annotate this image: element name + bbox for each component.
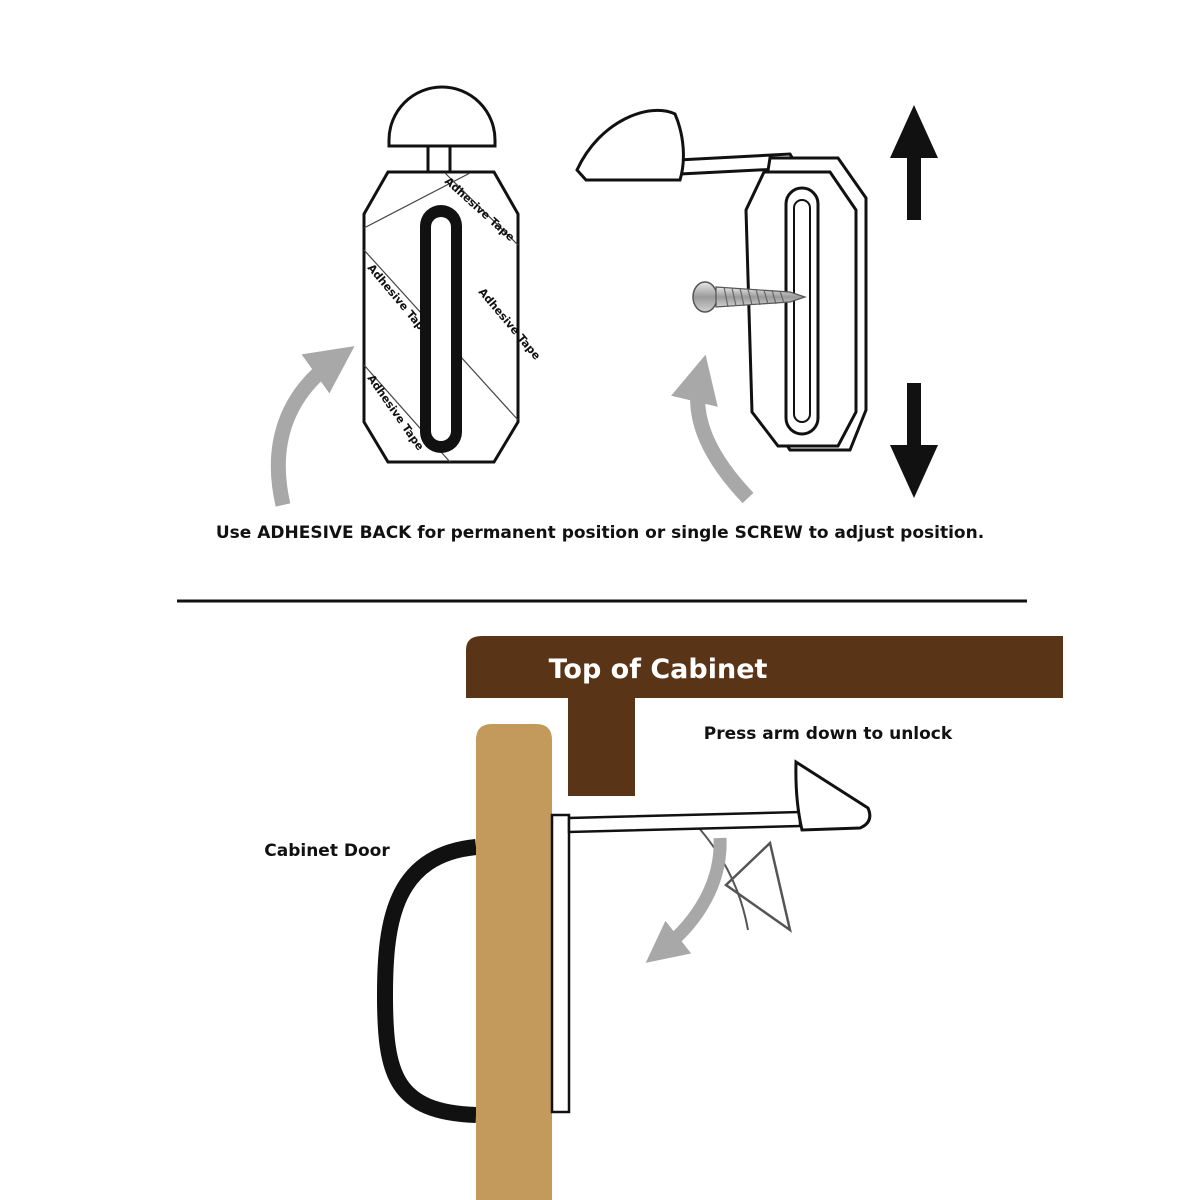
- cabinet-door-label: Cabinet Door: [264, 841, 390, 861]
- latch-knob: [387, 85, 497, 148]
- curved-arrow-icon: [671, 354, 754, 504]
- door-latch-plate: [550, 813, 571, 1114]
- instruction-caption: Use ADHESIVE BACK for permanent position…: [216, 523, 984, 543]
- curved-arrow-icon: [270, 346, 355, 507]
- latch-slot-inner: [431, 217, 451, 441]
- latch-adhesive-view: Adhesive Tape Adhesive Tape Adhesive Tap…: [362, 85, 543, 464]
- cabinet-strike: [568, 690, 635, 796]
- latch-cone-lowered: [724, 840, 792, 933]
- unlock-instruction: Press arm down to unlock: [704, 724, 953, 744]
- cabinet-diagram: Top of Cabinet Press arm down to unlock …: [264, 636, 1063, 1200]
- tape-edge: [444, 172, 519, 246]
- down-arrow-icon: [890, 383, 938, 498]
- up-arrow-icon: [890, 105, 938, 220]
- cabinet-door: [476, 724, 552, 1200]
- cabinet-top: [466, 636, 1063, 698]
- latch-cone: [794, 759, 872, 832]
- curved-arrow-icon: [645, 837, 727, 963]
- latch-arm: [567, 810, 802, 834]
- tape-edge: [363, 172, 471, 229]
- door-handle-icon: [376, 839, 477, 1123]
- latch-cone-knob: [575, 109, 685, 182]
- latch-screw-view: [575, 109, 868, 452]
- screw-icon: [692, 281, 807, 313]
- latch-slot-inner: [793, 199, 811, 423]
- latch-stem: [426, 144, 452, 174]
- cabinet-top-label: Top of Cabinet: [549, 654, 768, 685]
